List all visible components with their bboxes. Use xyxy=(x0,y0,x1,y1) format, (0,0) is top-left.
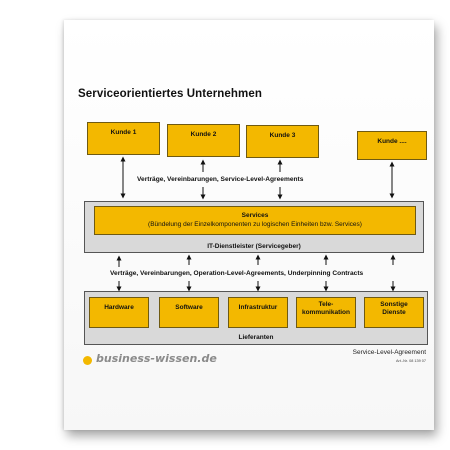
customer-box-1: Kunde 1 xyxy=(87,122,160,155)
supplier-telekommunikation: Tele- kommunikation xyxy=(296,297,356,328)
customer-relations-label: Verträge, Vereinbarungen, Service-Level-… xyxy=(137,176,304,183)
customer-box-2: Kunde 2 xyxy=(167,124,240,157)
supplier-relations-label: Verträge, Vereinbarungen, Operation-Leve… xyxy=(110,270,364,277)
supplier-software: Software xyxy=(159,297,219,328)
services-box: Services (Bündelung der Einzelkomponente… xyxy=(94,206,416,235)
supplier-infrastruktur: Infrastruktur xyxy=(228,297,288,328)
it-provider-label: IT-Dienstleister (Servicegeber) xyxy=(207,243,301,250)
services-subtitle: (Bündelung der Einzelkomponenten zu logi… xyxy=(148,220,362,228)
services-title: Services xyxy=(241,212,269,220)
document-number: Art.-Nr. 08 139 07 xyxy=(396,359,426,363)
supplier-sonstige-dienste: Sonstige Dienste xyxy=(364,297,424,328)
document-title: Service-Level-Agreement xyxy=(352,349,426,356)
customer-box-more: Kunde .... xyxy=(357,131,427,160)
brand-logo: business-wissen.de xyxy=(96,352,217,365)
customer-box-3: Kunde 3 xyxy=(246,125,319,158)
logo-dot-icon xyxy=(83,356,92,365)
supplier-hardware: Hardware xyxy=(89,297,149,328)
suppliers-label: Lieferanten xyxy=(238,334,274,341)
diagram-title: Serviceorientiertes Unternehmen xyxy=(78,88,262,100)
